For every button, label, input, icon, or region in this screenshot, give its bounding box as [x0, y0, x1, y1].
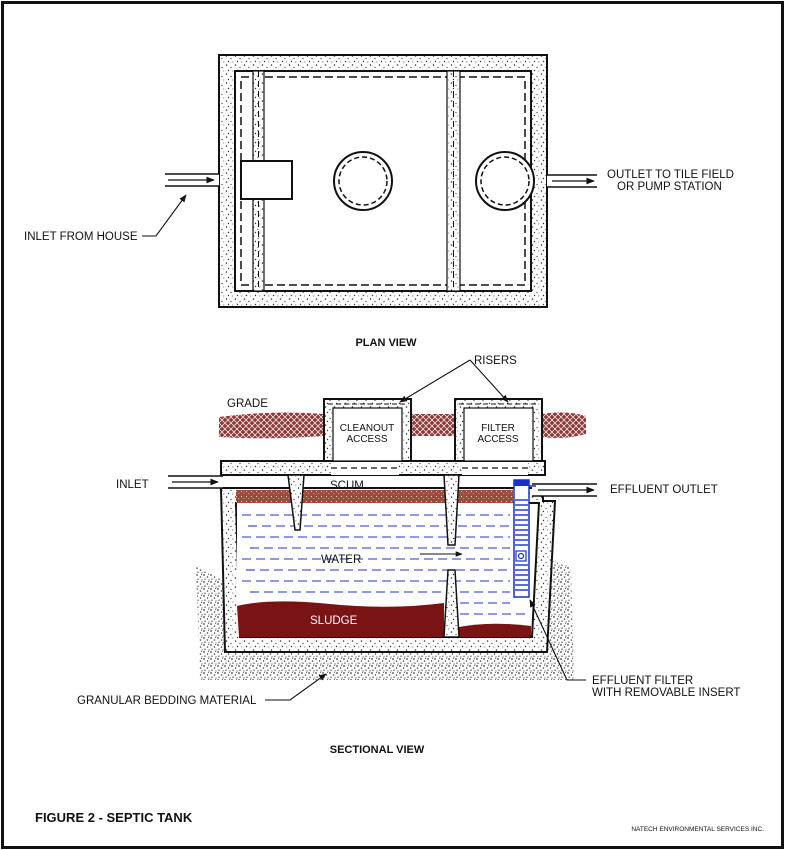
- figure-title: FIGURE 2 - SEPTIC TANK: [35, 810, 193, 825]
- outlet-label-line2: OR PUMP STATION: [617, 181, 722, 193]
- sectional-view: RISERS GRADE CLEANOUT ACCESS FILTER ACCE…: [77, 355, 740, 756]
- grade-soil-left: [219, 412, 324, 439]
- grade-label: GRADE: [227, 398, 268, 410]
- risers-label: RISERS: [474, 355, 517, 367]
- plan-cleanout-opening: [333, 151, 393, 211]
- risers-leader-left: [399, 359, 471, 403]
- partition-wall-upper: [443, 474, 460, 546]
- granular-bedding-label: GRANULAR BEDDING MATERIAL: [77, 695, 257, 707]
- partition-wall-lower: [443, 569, 460, 638]
- effluent-outlet-label: EFFLUENT OUTLET: [610, 484, 718, 496]
- scum-layer: [236, 490, 513, 503]
- water-label: WATER: [321, 554, 361, 566]
- cleanout-access-line1: CLEANOUT: [340, 423, 394, 434]
- sludge-label: SLUDGE: [310, 615, 358, 627]
- inlet-leader: [142, 194, 187, 237]
- inlet-from-house-label: INLET FROM HOUSE: [24, 231, 138, 243]
- section-inlet-pipe: [168, 475, 223, 489]
- sludge-layer-second: [459, 623, 531, 637]
- section-outlet-pipe: [532, 483, 597, 497]
- plan-tank-walls: [218, 54, 548, 308]
- grade-soil-middle: [411, 414, 456, 436]
- plan-outlet-pipe: [547, 174, 597, 188]
- effluent-filter-label-line1: EFFLUENT FILTER: [592, 675, 693, 687]
- filter-riser: [454, 398, 543, 462]
- scum-label: SCUM: [330, 480, 364, 492]
- water-dashes: [242, 514, 528, 615]
- cleanout-riser: [323, 398, 412, 462]
- granular-bedding: [196, 560, 574, 680]
- filter-leader: [529, 599, 586, 681]
- inlet-label: INLET: [116, 479, 149, 491]
- filter-access-line1: FILTER: [481, 423, 515, 434]
- plan-inlet-tee: [240, 160, 293, 200]
- cleanout-access-line2: ACCESS: [346, 434, 387, 445]
- sludge-layer-main: [237, 601, 444, 637]
- plan-filter-opening: [475, 151, 535, 211]
- sectional-view-title: SECTIONAL VIEW: [330, 744, 425, 756]
- bedding-leader: [265, 673, 327, 701]
- filter-access-line2: ACCESS: [477, 434, 518, 445]
- credit-line: NATECH ENVIRONMENTAL SERVICES INC.: [631, 826, 764, 833]
- plan-inlet-pipe: [165, 173, 219, 187]
- effluent-filter-label-line2: WITH REMOVABLE INSERT: [592, 687, 740, 699]
- outlet-label-line1: OUTLET TO TILE FIELD: [607, 169, 734, 181]
- plan-view-title: PLAN VIEW: [355, 337, 417, 349]
- grade-soil-right: [542, 412, 586, 438]
- plan-view: INLET FROM HOUSE OUTLET TO TILE FIELD OR…: [24, 54, 734, 349]
- inlet-baffle: [287, 474, 305, 531]
- effluent-filter: [513, 479, 536, 598]
- risers-leader-right: [469, 359, 509, 403]
